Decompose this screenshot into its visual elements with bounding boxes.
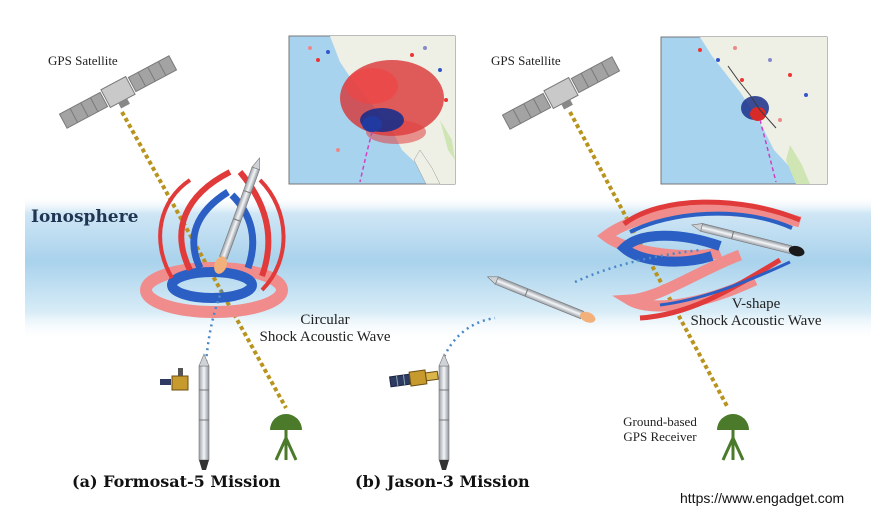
tec-map-right [660, 36, 828, 185]
gps-satellite-icon [58, 55, 178, 129]
rocket-icon [214, 157, 260, 274]
circular-wave-label-line1: Circular [300, 312, 350, 328]
tec-map-left [288, 35, 456, 185]
vshape-wave-label-line2: Shock Acoustic Wave [690, 313, 822, 329]
spacecraft-icon [160, 368, 189, 391]
source-url: https://www.engadget.com [680, 490, 845, 506]
gps-satellite-label-right: GPS Satellite [491, 53, 561, 68]
rocket-icon [691, 223, 805, 257]
gps-receiver-icon [717, 414, 749, 461]
receiver-label-line2: GPS Receiver [623, 429, 697, 444]
trajectory-a [204, 289, 224, 363]
rocket-icon [486, 276, 596, 323]
gps-satellite-label-left: GPS Satellite [48, 53, 118, 68]
spacecraft-icon [389, 369, 439, 388]
rocket-icon [438, 353, 450, 470]
gps-signal-path-left [120, 111, 288, 409]
circular-wave-label: Circular Shock Acoustic Wave [246, 312, 404, 346]
gps-receiver-icon [270, 414, 302, 461]
receiver-label-line1: Ground-based [623, 414, 697, 429]
rocket-icon [198, 353, 210, 470]
gps-satellite-icon [501, 56, 621, 130]
vshape-shock-wave [597, 199, 802, 321]
ionosphere-label: Ionosphere [31, 207, 139, 227]
vshape-wave-label: V-shape Shock Acoustic Wave [676, 296, 836, 330]
vshape-wave-label-line1: V-shape [731, 296, 781, 312]
receiver-label: Ground-based GPS Receiver [600, 414, 720, 444]
mission-b-caption: (b) Jason-3 Mission [355, 472, 530, 491]
mission-a-caption: (a) Formosat-5 Mission [72, 472, 281, 491]
circular-wave-label-line2: Shock Acoustic Wave [259, 329, 391, 345]
